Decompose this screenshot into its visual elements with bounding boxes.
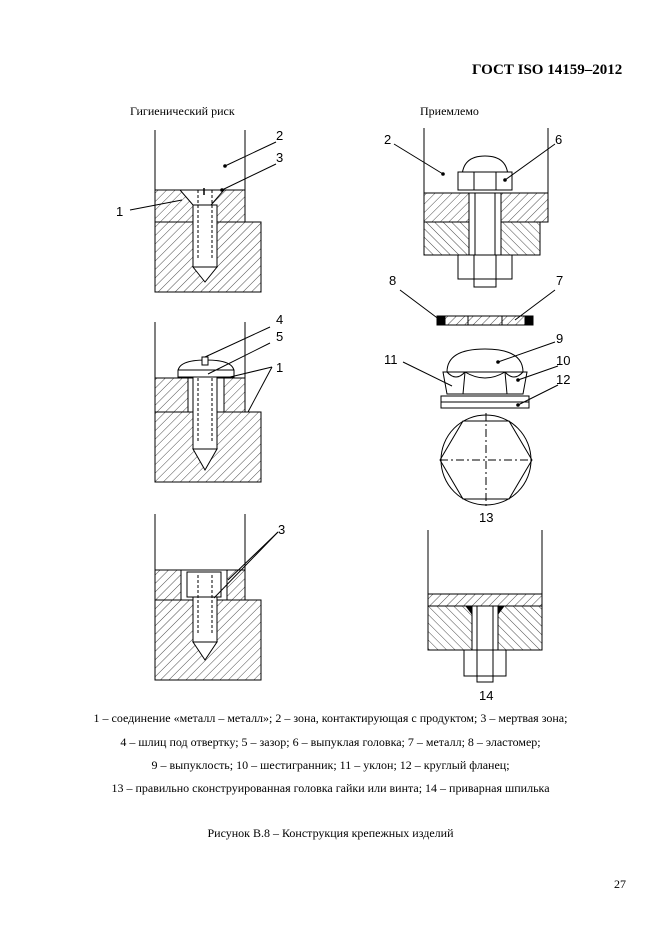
callout-14: 14 — [479, 688, 493, 703]
left-figure-2 — [154, 322, 273, 483]
callout-10: 10 — [556, 353, 570, 368]
callout-11: 11 — [384, 352, 398, 367]
legend-line-3: 9 – выпуклость; 10 – шестигранник; 11 – … — [151, 758, 510, 772]
right-figure-top-view — [439, 413, 533, 507]
callout-9: 9 — [556, 331, 563, 346]
callout-12: 12 — [556, 372, 570, 387]
left-figure-3 — [154, 514, 279, 681]
callout-1-mid: 1 — [276, 360, 283, 375]
callout-7: 7 — [556, 273, 563, 288]
callout-3-left: 3 — [276, 150, 283, 165]
callout-8: 8 — [389, 273, 396, 288]
right-figure-cap-nut — [402, 341, 559, 409]
callout-6: 6 — [555, 132, 562, 147]
legend-line-1: 1 – соединение «металл – металл»; 2 – зо… — [93, 711, 568, 725]
callout-13: 13 — [479, 510, 493, 525]
legend-line-4: 13 – правильно сконструированная головка… — [111, 781, 550, 795]
callout-2-left: 2 — [276, 128, 283, 143]
callout-1-left: 1 — [116, 204, 123, 219]
legend-line-2: 4 – шлиц под отвертку; 5 – зазор; 6 – вы… — [120, 735, 541, 749]
callout-2-right: 2 — [384, 132, 391, 147]
figure-caption: Рисунок В.8 – Конструкция крепежных изде… — [207, 826, 454, 840]
right-figure-welded-stud — [427, 530, 543, 683]
callout-3-bottom: 3 — [278, 522, 285, 537]
column-title-hygienic-risk: Гигиенический риск — [130, 104, 235, 118]
right-figure-washer — [399, 289, 556, 326]
callout-4: 4 — [276, 312, 283, 327]
callout-5: 5 — [276, 329, 283, 344]
standard-code: ГОСТ ISO 14159–2012 — [472, 62, 623, 78]
column-title-acceptable: Приемлемо — [420, 104, 479, 118]
left-figure-1 — [129, 130, 277, 293]
page-number: 27 — [614, 877, 626, 891]
right-figure-1 — [393, 128, 556, 288]
